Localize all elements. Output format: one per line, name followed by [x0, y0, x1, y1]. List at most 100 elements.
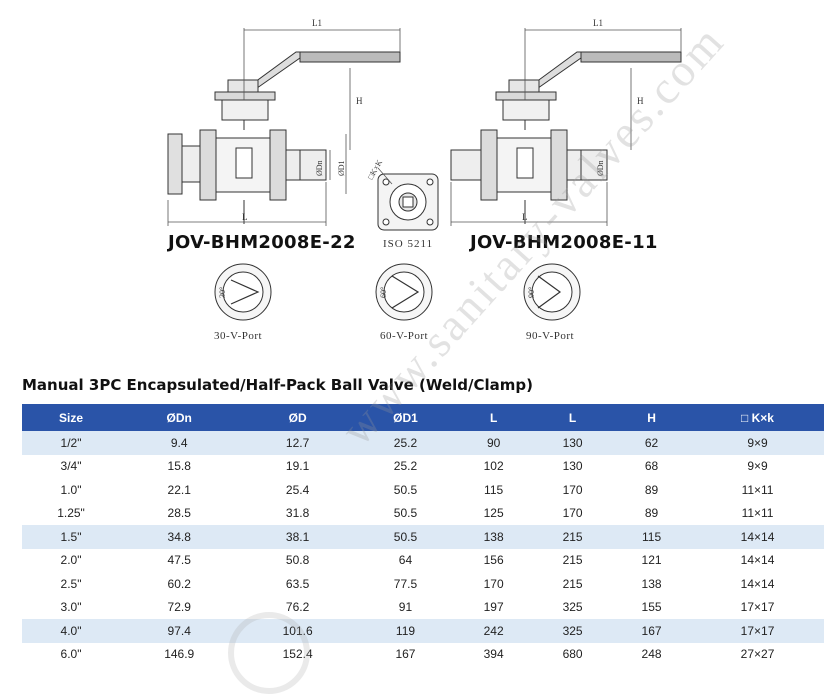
dim-dn-left: ØDn	[315, 160, 324, 176]
table-cell: 3/4"	[22, 454, 120, 478]
dim-l-right: L	[522, 212, 528, 222]
table-cell: 248	[612, 642, 692, 666]
header-h: H	[612, 404, 692, 431]
table-cell: 12.7	[238, 431, 357, 455]
table-cell: 15.8	[120, 454, 239, 478]
table-cell: 89	[612, 501, 692, 525]
angle-60: 60°	[379, 287, 388, 298]
table-cell: 27×27	[691, 642, 824, 666]
table-cell: 31.8	[238, 501, 357, 525]
table-cell: 38.1	[238, 525, 357, 549]
table-cell: 146.9	[120, 642, 239, 666]
table-cell: 9×9	[691, 431, 824, 455]
right-valve-drawing	[450, 28, 682, 226]
table-cell: 1.5"	[22, 525, 120, 549]
table-cell: 215	[533, 572, 613, 596]
table-cell: 60.2	[120, 572, 239, 596]
dim-l-left: L	[242, 212, 248, 222]
table-cell: 11×11	[691, 501, 824, 525]
table-cell: 50.8	[238, 548, 357, 572]
table-cell: 22.1	[120, 478, 239, 502]
table-cell: 72.9	[120, 595, 239, 619]
port-label-60: 60-V-Port	[380, 330, 429, 342]
header-l-clamp: L	[454, 404, 534, 431]
table-cell: 97.4	[120, 619, 239, 643]
table-cell: 167	[356, 642, 455, 666]
table-cell: 34.8	[120, 525, 239, 549]
dim-l1-left: L1	[312, 18, 322, 28]
table-cell: 90	[454, 431, 534, 455]
iso-label: ISO 5211	[383, 238, 434, 250]
table-cell: 4.0"	[22, 619, 120, 643]
table-cell: 130	[533, 431, 613, 455]
table-cell: 6.0"	[22, 642, 120, 666]
table-cell: 77.5	[356, 572, 455, 596]
header-d1: ØD1	[356, 404, 455, 431]
table-cell: 197	[454, 595, 534, 619]
table-cell: 2.5"	[22, 572, 120, 596]
table-cell: 9.4	[120, 431, 239, 455]
table-cell: 167	[612, 619, 692, 643]
table-cell: 138	[454, 525, 534, 549]
iso-flange-drawing	[377, 167, 439, 231]
table-cell: 680	[533, 642, 613, 666]
table-cell: 14×14	[691, 525, 824, 549]
table-cell: 125	[454, 501, 534, 525]
table-header-row: Size ØDn ØD ØD1 L L H □ K×k	[22, 404, 824, 431]
header-kxk: □ K×k	[691, 404, 824, 431]
v-port-60	[375, 263, 433, 321]
port-label-90: 90-V-Port	[526, 330, 575, 342]
angle-30: 30°	[218, 287, 227, 298]
header-l-weld: L	[533, 404, 613, 431]
table-cell: 1/2"	[22, 431, 120, 455]
header-size: Size	[22, 404, 120, 431]
table-cell: 17×17	[691, 595, 824, 619]
table-cell: 62	[612, 431, 692, 455]
table-cell: 47.5	[120, 548, 239, 572]
table-cell: 19.1	[238, 454, 357, 478]
dim-h-left: H	[356, 96, 363, 106]
watermark-logo-icon	[228, 612, 310, 694]
left-model-label: JOV-BHM2008E-22	[168, 232, 356, 253]
table-cell: 25.2	[356, 431, 455, 455]
header-dn: ØDn	[120, 404, 239, 431]
table-cell: 91	[356, 595, 455, 619]
table-cell: 2.0"	[22, 548, 120, 572]
table-cell: 50.5	[356, 525, 455, 549]
valve-drawings-svg: L1 L1 H H L L ØDn ØD1 ØDn □K×K 30° 60° 9…	[167, 18, 682, 321]
table-cell: 119	[356, 619, 455, 643]
table-cell: 1.25"	[22, 501, 120, 525]
table-cell: 64	[356, 548, 455, 572]
table-cell: 3.0"	[22, 595, 120, 619]
table-cell: 130	[533, 454, 613, 478]
table-cell: 11×11	[691, 478, 824, 502]
table-cell: 14×14	[691, 572, 824, 596]
table-cell: 9×9	[691, 454, 824, 478]
table-cell: 28.5	[120, 501, 239, 525]
table-cell: 102	[454, 454, 534, 478]
table-cell: 325	[533, 619, 613, 643]
left-valve-drawing	[167, 28, 401, 226]
table-cell: 170	[454, 572, 534, 596]
table-cell: 89	[612, 478, 692, 502]
table-cell: 17×17	[691, 619, 824, 643]
table-cell: 25.4	[238, 478, 357, 502]
table-cell: 242	[454, 619, 534, 643]
table-cell: 115	[612, 525, 692, 549]
right-model-label: JOV-BHM2008E-11	[470, 232, 658, 253]
table-cell: 170	[533, 478, 613, 502]
table-cell: 121	[612, 548, 692, 572]
table-cell: 1.0"	[22, 478, 120, 502]
table-cell: 215	[533, 548, 613, 572]
port-label-30: 30-V-Port	[214, 330, 263, 342]
